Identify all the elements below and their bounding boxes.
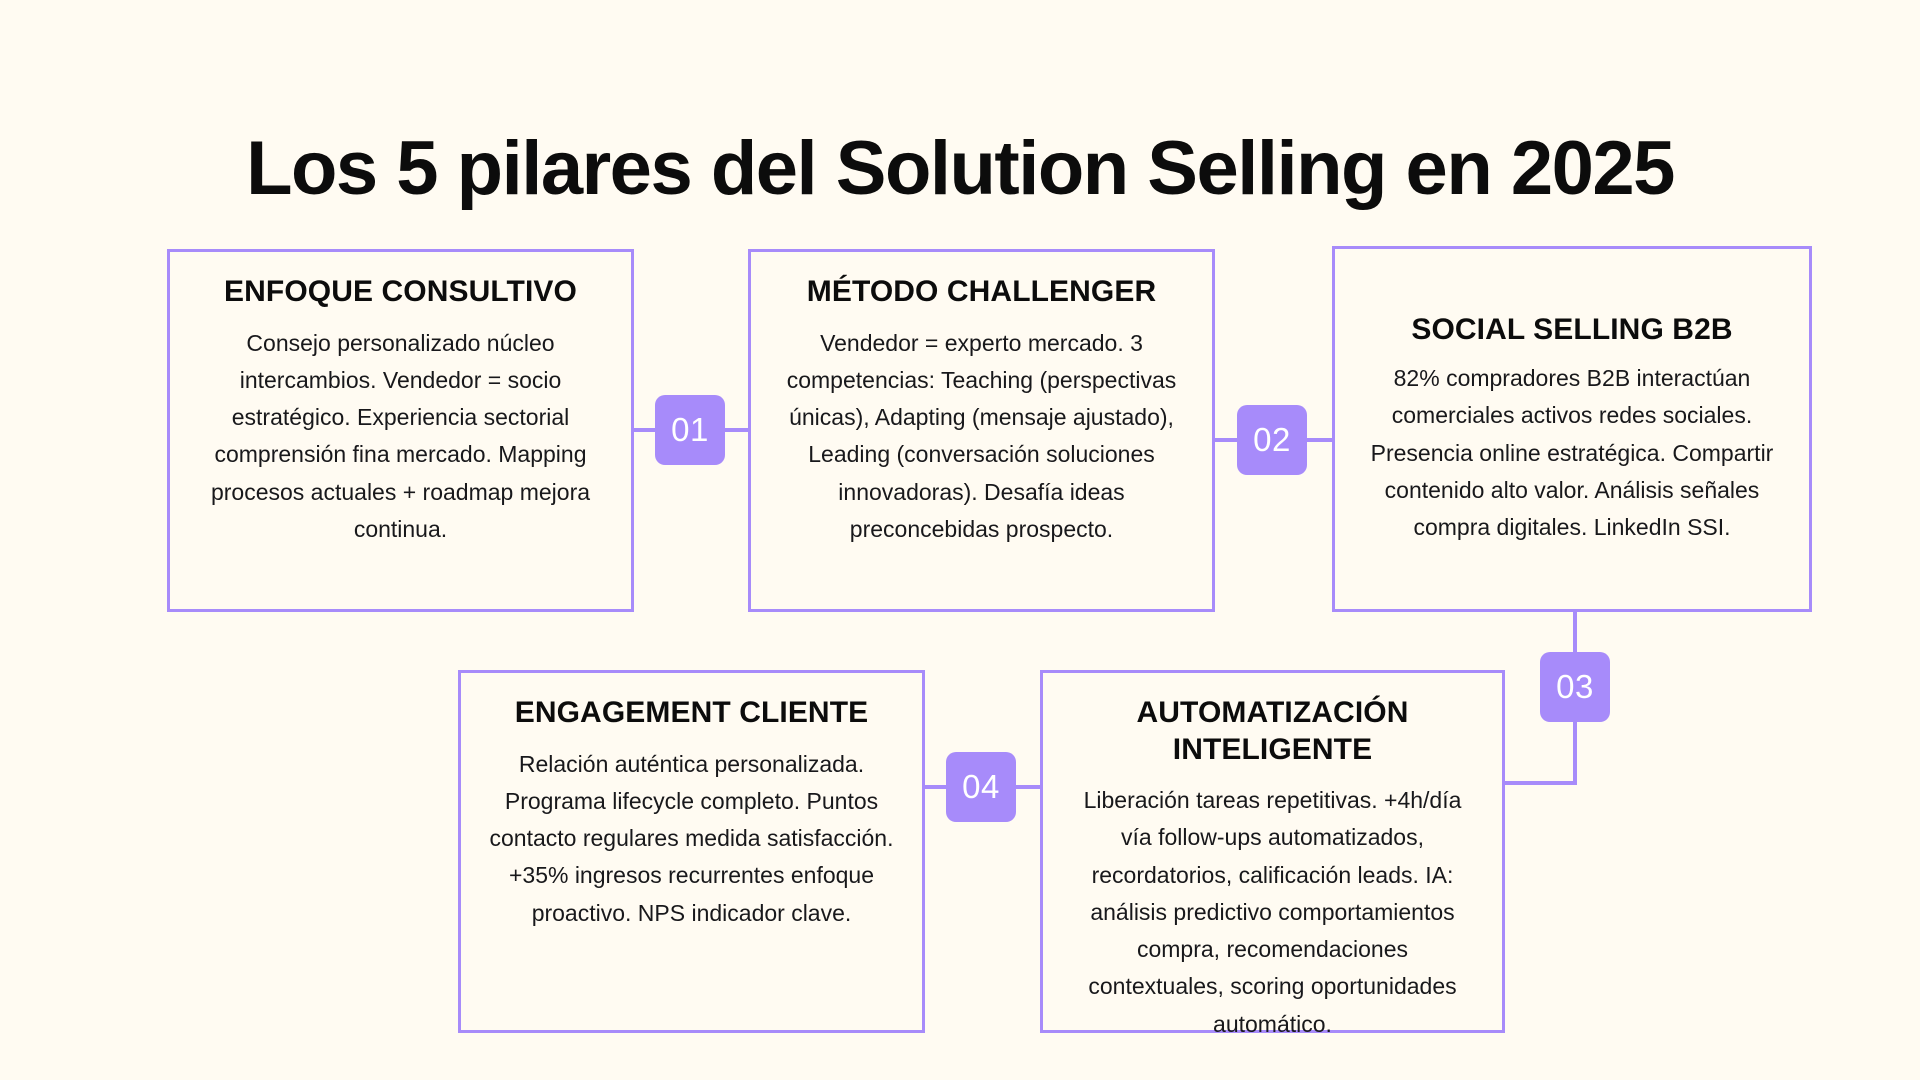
pillar-card-body: Consejo personalizado núcleo intercambio…: [210, 329, 591, 542]
pillar-card-enfoque-consultivo[interactable]: ENFOQUE CONSULTIVO Consejo personalizado…: [167, 249, 634, 612]
page-title: Los 5 pilares del Solution Selling en 20…: [246, 125, 1675, 211]
pillar-card-body: Relación auténtica personalizada. Progra…: [489, 750, 894, 926]
connector-badge-01[interactable]: 01: [655, 395, 725, 465]
pillar-card-body: Vendedor = experto mercado. 3 competenci…: [786, 329, 1177, 542]
pillar-card-social-selling-b2b[interactable]: SOCIAL SELLING B2B 82% compradores B2B i…: [1332, 246, 1812, 612]
pillar-card-title: SOCIAL SELLING B2B: [1411, 312, 1733, 346]
connector-badge-02[interactable]: 02: [1237, 405, 1307, 475]
pillar-card-title: AUTOMATIZACIÓN INTELIGENTE: [1136, 696, 1409, 766]
pillar-card-metodo-challenger[interactable]: MÉTODO CHALLENGER Vendedor = experto mer…: [748, 249, 1215, 612]
pillar-card-engagement-cliente[interactable]: ENGAGEMENT CLIENTE Relación auténtica pe…: [458, 670, 925, 1033]
pillar-card-title: ENFOQUE CONSULTIVO: [224, 275, 577, 308]
connector-line-03-horizontal: [1503, 781, 1577, 785]
pillar-card-automatizacion-inteligente[interactable]: AUTOMATIZACIÓN INTELIGENTE Liberación ta…: [1040, 670, 1505, 1037]
pillar-card-body: Liberación tareas repetitivas. +4h/día v…: [1083, 787, 1462, 1037]
pillar-card-title: MÉTODO CHALLENGER: [806, 275, 1157, 308]
connector-badge-04[interactable]: 04: [946, 752, 1016, 822]
pillar-card-title: ENGAGEMENT CLIENTE: [514, 696, 869, 729]
connector-badge-03[interactable]: 03: [1540, 652, 1610, 722]
pillar-card-body: 82% compradores B2B interactúan comercia…: [1370, 365, 1774, 541]
